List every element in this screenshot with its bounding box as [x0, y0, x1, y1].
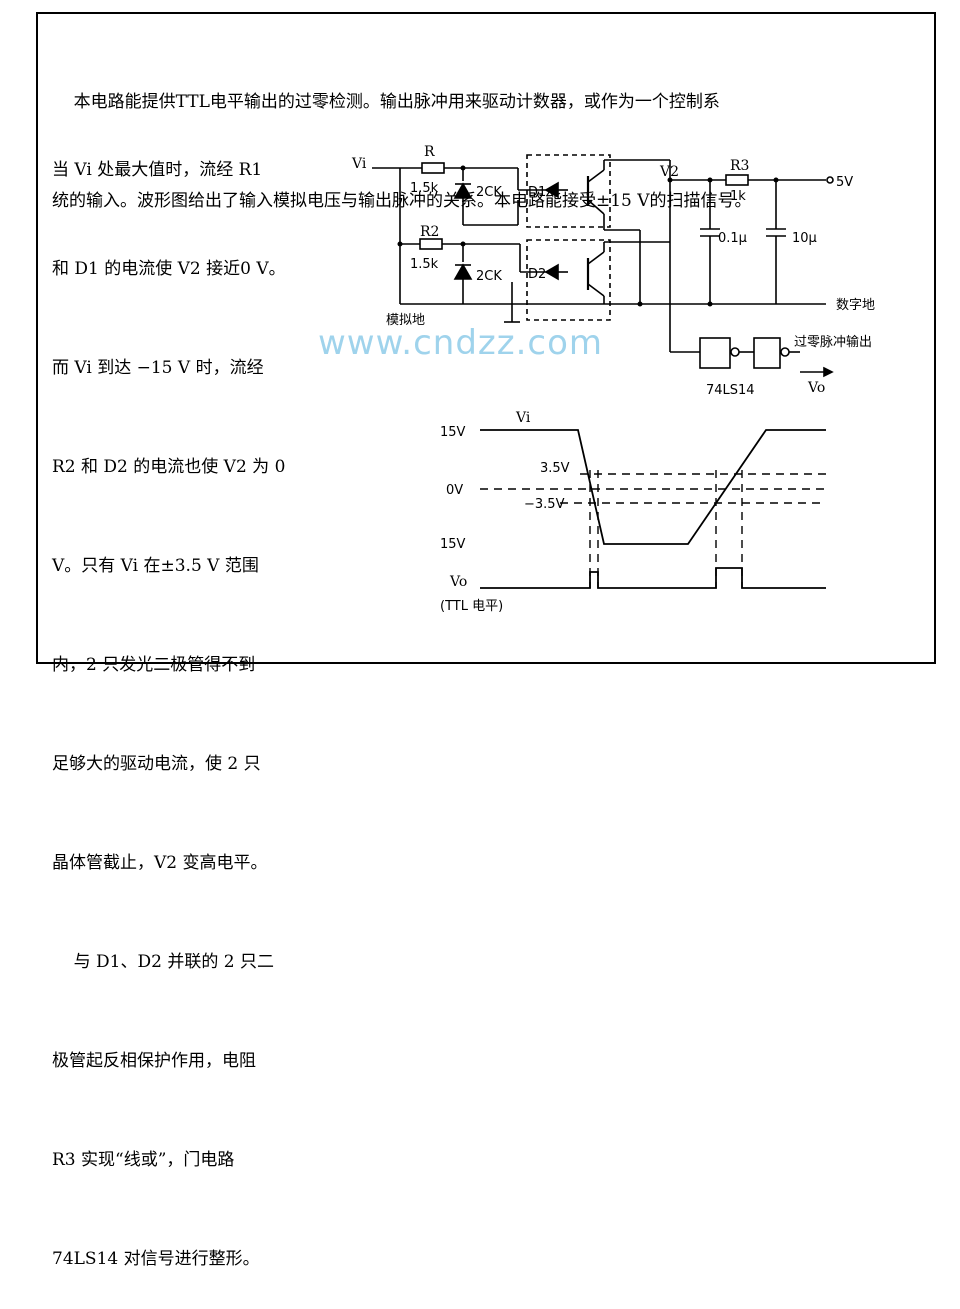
vo-waveform [480, 567, 826, 589]
circuit-and-waveform: Vi R 1.5k R2 1.5k 2CK 2CK D1 D2 V2 R3 1k… [318, 144, 875, 614]
r1-label: R [424, 144, 435, 160]
side-line: 而 Vi 到达 −15 V 时，流经 [52, 358, 264, 378]
led-1-icon [544, 181, 559, 199]
intro-line: 本电路能提供TTL电平输出的过零检测。输出脉冲用来驱动计数器，或作为一个控制系 [52, 92, 720, 112]
side-line: 极管起反相保护作用，电阻 [52, 1051, 256, 1071]
gate-2-bubble [780, 347, 790, 357]
v2-label: V2 [659, 164, 679, 180]
output-arrow [823, 366, 834, 378]
diode1-label: 2CK [476, 185, 502, 200]
side-line: R2 和 D2 的电流也使 V2 为 0 [52, 457, 286, 477]
c1-label: 0.1μ [718, 231, 747, 246]
gate-label: 74LS14 [706, 383, 755, 398]
wave-ttl-label: (TTL 电平) [440, 599, 503, 614]
diode2-label: 2CK [476, 269, 502, 284]
wave-0v-label: 0V [446, 483, 463, 498]
guide-lines [480, 470, 826, 588]
vi-label: Vi [351, 156, 367, 172]
wave-vo-label: Vo [449, 574, 467, 590]
circuit-diagram [372, 154, 834, 378]
wave-neg35-label: −3.5V [524, 497, 565, 512]
optocoupler-1 [526, 154, 611, 228]
intro-paragraph: 本电路能提供TTL电平输出的过零检测。输出脉冲用来驱动计数器，或作为一个控制系 … [52, 20, 752, 251]
wave-pos35-label: 3.5V [540, 461, 570, 476]
side-line: 和 D1 的电流使 V2 接近0 V。 [52, 259, 286, 279]
diode-2 [453, 263, 473, 280]
side-line: R3 实现“线或”，门电路 [52, 1150, 235, 1170]
side-line: 74LS14 对信号进行整形。 [52, 1249, 260, 1269]
diode-1 [453, 182, 473, 199]
resistor-r3 [725, 174, 749, 186]
led-2-icon [544, 263, 559, 281]
wave-15v-label: 15V [440, 425, 466, 440]
led2-label: D2 [528, 267, 546, 282]
r2-label: R2 [420, 224, 439, 240]
r2-value: 1.5k [410, 257, 439, 272]
side-line: 内，2 只发光二极管得不到 [52, 655, 256, 675]
intro-line: 统的输入。波形图给出了输入模拟电压与输出脉冲的关系。本电路能接受±15 V的扫描… [52, 191, 752, 211]
node-dots [397, 165, 779, 307]
page-frame [36, 12, 936, 664]
vo-label: Vo [807, 380, 825, 396]
c2-label: 10μ [792, 231, 817, 246]
side-line: 与 D1、D2 并联的 2 只二 [52, 952, 274, 972]
output-label: 过零脉冲输出 [794, 334, 872, 350]
led1-label: D1 [528, 185, 546, 200]
side-line: 晶体管截止，V2 变高电平。 [52, 853, 268, 873]
side-line: 当 Vi 处最大值时，流经 R1 [52, 160, 263, 180]
r1-value: 1.5k [410, 181, 439, 196]
side-line: 足够大的驱动电流，使 2 只 [52, 754, 261, 774]
side-line: V。只有 Vi 在±3.5 V 范围 [52, 556, 259, 576]
analog-ground-label: 模拟地 [386, 313, 425, 328]
supply-label: 5V [836, 175, 853, 190]
wave-vi-label: Vi [515, 410, 531, 426]
waveform-diagram [480, 429, 826, 589]
gate-1-bubble [730, 347, 740, 357]
supply-terminal [826, 176, 834, 184]
watermark: www.cndzz.com [318, 323, 603, 363]
resistor-r2 [419, 238, 443, 250]
gate-2 [753, 337, 781, 369]
wave-neg15v-label: 15V [440, 537, 466, 552]
digital-ground-label: 数字地 [836, 298, 875, 313]
r3-value: 1k [730, 189, 746, 204]
gate-1 [699, 337, 731, 369]
r3-label: R3 [730, 158, 749, 174]
resistor-r1 [421, 162, 445, 174]
vi-waveform [480, 429, 826, 545]
